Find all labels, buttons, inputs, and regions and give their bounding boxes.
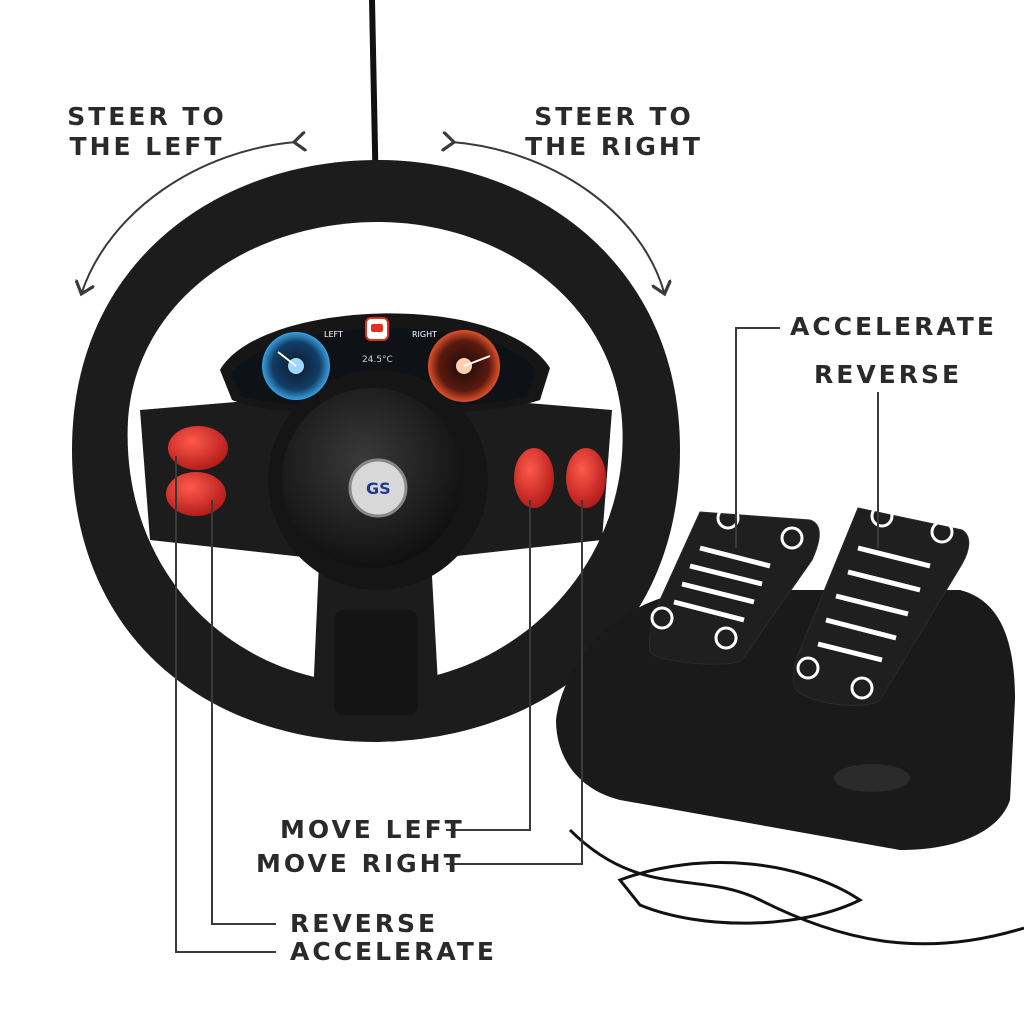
steer-left-label: STEER TO THE LEFT: [62, 102, 232, 162]
right-buttons[interactable]: [514, 448, 606, 508]
pedal-accelerate-label: ACCELERATE: [790, 312, 997, 341]
move-left-button[interactable]: [514, 448, 554, 508]
wheel-accelerate-label: ACCELERATE: [290, 937, 497, 966]
hub-logo: GS: [366, 479, 391, 498]
callout-lines: [175, 327, 879, 953]
steer-right-line-1: STEER TO: [534, 102, 694, 131]
dash-left-indicator: LEFT: [324, 330, 343, 339]
steer-left-line-1: STEER TO: [67, 102, 227, 131]
dash-right-indicator: RIGHT: [412, 330, 437, 339]
tachometer-gauge: [428, 330, 500, 402]
steer-right-line-2: THE RIGHT: [525, 132, 703, 161]
pedal-unit: [556, 590, 1024, 946]
move-right-button[interactable]: [566, 448, 606, 508]
speedometer-gauge: [262, 332, 330, 400]
move-right-label: MOVE RIGHT: [256, 849, 464, 878]
pedal-reverse-label: REVERSE: [814, 360, 963, 389]
reverse-pedal[interactable]: [792, 504, 970, 706]
wheel-reverse-label: REVERSE: [290, 909, 439, 938]
accelerate-pedal[interactable]: [648, 506, 820, 665]
steer-right-label: STEER TO THE RIGHT: [524, 102, 704, 162]
wheel-reverse-button[interactable]: [168, 426, 228, 470]
center-car-icon: [365, 317, 389, 341]
steer-left-line-2: THE LEFT: [69, 132, 225, 161]
move-left-label: MOVE LEFT: [280, 815, 465, 844]
dash-temperature: 24.5°C: [362, 355, 393, 365]
pedal-cable: [568, 828, 1024, 946]
steer-left-arrow: [82, 142, 296, 292]
steer-right-arrow: [452, 142, 664, 292]
